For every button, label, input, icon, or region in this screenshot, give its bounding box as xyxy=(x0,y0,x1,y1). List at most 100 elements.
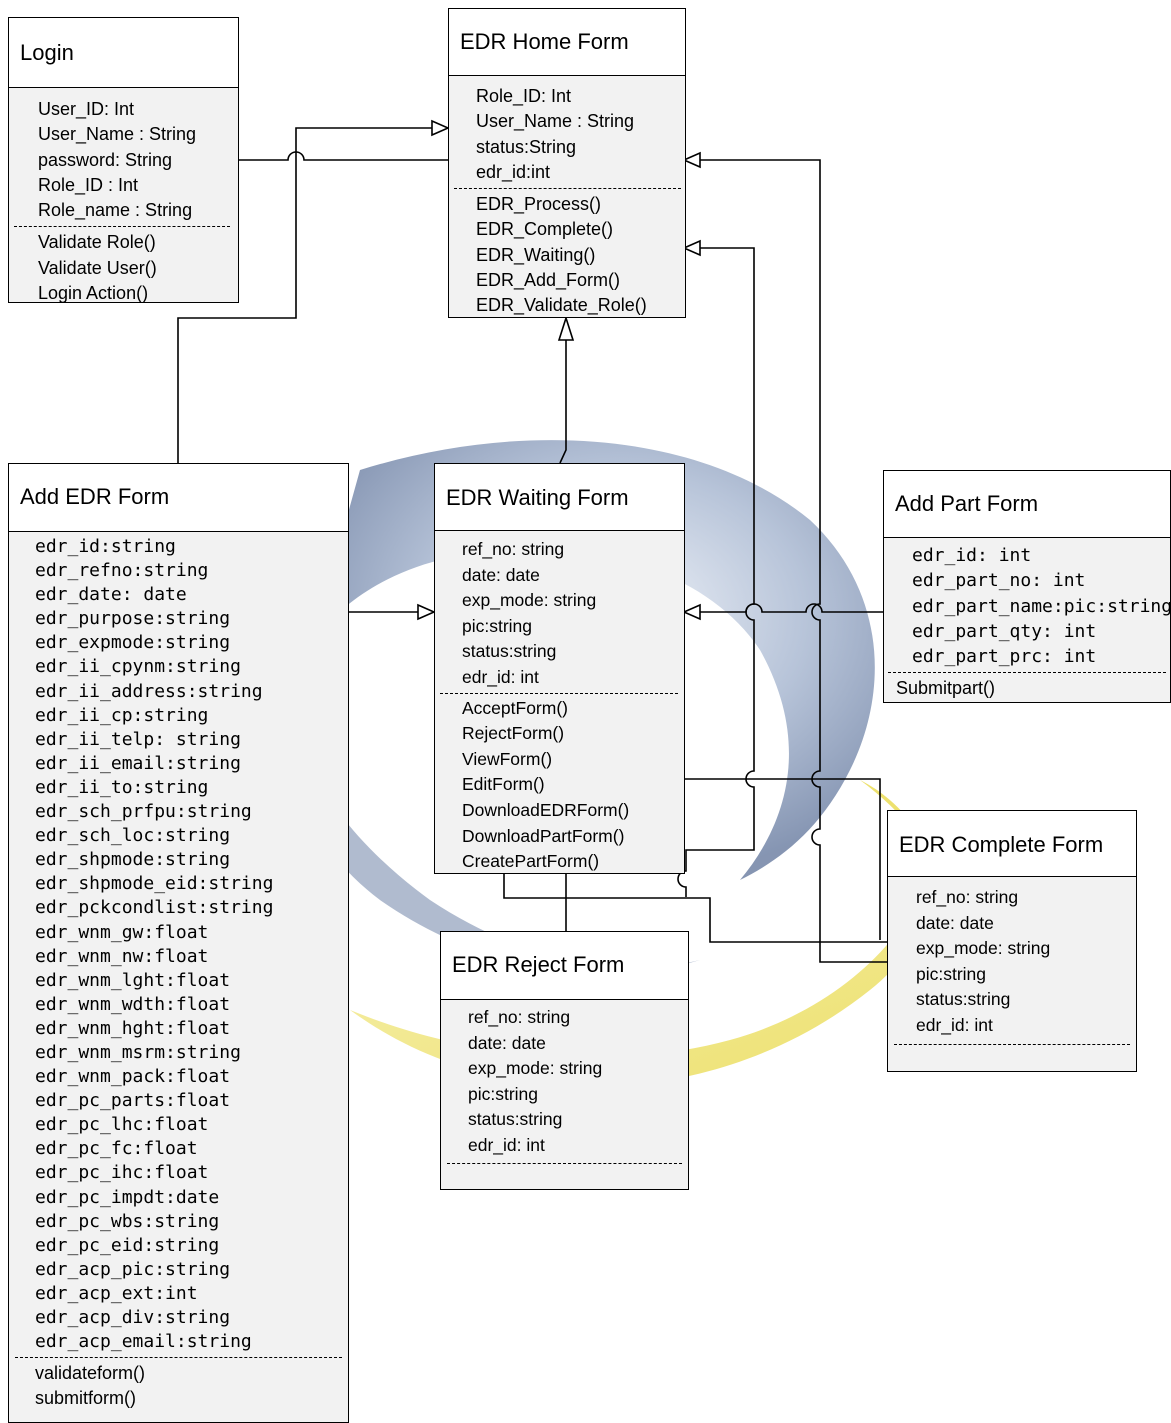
class-attribute: edr_id: int xyxy=(468,1134,545,1155)
class-attribute: exp_mode: string xyxy=(916,938,1051,959)
class-attribute: edr_wnm_wdth:float xyxy=(35,993,231,1015)
class-attribute: status:string xyxy=(462,641,557,662)
class-attribute: pic:string xyxy=(462,615,533,636)
class-attribute: edr_shpmode:string xyxy=(35,849,231,871)
class-method: Login Action() xyxy=(38,283,149,304)
waiting-form-separator xyxy=(440,692,678,694)
waiting-form-class: EDR Waiting Form ref_no: string date: dat… xyxy=(434,463,685,874)
class-attribute: User_Name : String xyxy=(38,124,197,145)
class-attribute: edr_acp_div:string xyxy=(35,1307,231,1328)
waiting-bottom-to-complete-association xyxy=(503,873,894,943)
add-part-to-waiting-generalization xyxy=(700,603,884,613)
login-methods: Validate Role()Validate User()Login Acti… xyxy=(38,230,238,306)
login-class-title: Login xyxy=(9,18,238,88)
add-part-form-class: Add Part Form edr_id: int edr_part_no: in… xyxy=(883,470,1171,703)
class-attribute: edr_id:int xyxy=(476,161,551,182)
class-attribute: edr_wnm_msrm:string xyxy=(35,1041,241,1063)
class-attribute: edr_wnm_lght:float xyxy=(35,969,231,991)
waiting-home-arrowhead xyxy=(557,315,575,341)
class-method: EditForm() xyxy=(462,774,545,795)
class-method: Submitpart() xyxy=(896,678,996,699)
class-attribute: edr_acp_pic:string xyxy=(35,1258,231,1280)
class-attribute: edr_purpose:string xyxy=(35,608,231,630)
class-attribute: ref_no: string xyxy=(462,539,565,559)
class-attribute: exp_mode: string xyxy=(462,590,597,611)
class-attribute: Role_name : String xyxy=(38,200,193,221)
add-edr-waiting-arrowhead xyxy=(417,603,436,621)
class-attribute: edr_part_name:pic:string xyxy=(912,595,1171,617)
class-attribute: status:string xyxy=(916,989,1011,1010)
class-attribute: edr_part_no: int xyxy=(912,570,1086,592)
login-to-home-association xyxy=(238,151,448,161)
reject-form-class-title: EDR Reject Form xyxy=(441,932,688,1000)
class-attribute: edr_ii_address:string xyxy=(35,680,263,702)
waiting-form-class-title: EDR Waiting Form xyxy=(435,464,684,531)
class-attribute: User_Name : String xyxy=(476,111,635,132)
class-attribute: edr_ii_to:string xyxy=(35,776,209,798)
class-method: submitform() xyxy=(35,1388,137,1409)
class-attribute: edr_date: date xyxy=(35,584,187,606)
class-attribute: edr_acp_email:string xyxy=(35,1331,252,1353)
class-attribute: edr_id: int xyxy=(912,545,1032,566)
class-attribute: edr_shpmode_eid:string xyxy=(35,873,274,895)
complete-form-class-title: EDR Complete Form xyxy=(888,811,1136,877)
class-attribute: status:String xyxy=(476,136,577,157)
class-method: DownloadPartForm() xyxy=(462,825,625,846)
class-attribute: pic:string xyxy=(468,1083,539,1104)
class-method: EDR_Complete() xyxy=(476,219,614,240)
add-edr-form-class-title: Add EDR Form xyxy=(9,464,348,532)
class-attribute: edr_pckcondlist:string xyxy=(35,897,274,919)
class-method: RejectForm() xyxy=(462,723,565,744)
waiting-form-methods: AcceptForm()RejectForm()ViewForm()EditFo… xyxy=(462,696,684,875)
waiting-form-attributes: ref_no: string date: date exp_mode: string… xyxy=(462,537,684,691)
add-part-form-class-body: edr_id: int edr_part_no: int edr_part_name… xyxy=(884,538,1171,702)
class-attribute: edr_sch_loc:string xyxy=(35,825,231,847)
reject-form-separator xyxy=(447,1162,682,1164)
class-method: Validate User() xyxy=(38,257,157,278)
complete-form-separator xyxy=(894,1043,1130,1045)
class-attribute: password: String xyxy=(38,149,173,170)
class-attribute: edr_wnm_hght:float xyxy=(35,1017,231,1039)
class-attribute: ref_no: string xyxy=(468,1007,571,1027)
class-attribute: edr_id: int xyxy=(462,666,539,687)
class-attribute: edr_ii_cpynm:string xyxy=(35,656,241,678)
class-attribute: status:string xyxy=(468,1109,563,1130)
home-form-class-title: EDR Home Form xyxy=(449,9,685,76)
class-attribute: edr_wnm_pack:float xyxy=(35,1066,231,1088)
class-attribute: edr_wnm_nw:float xyxy=(35,945,209,967)
waiting-to-home-generalization xyxy=(559,340,567,464)
class-attribute: edr_part_prc: int xyxy=(912,646,1097,668)
class-attribute: exp_mode: string xyxy=(468,1058,603,1079)
class-attribute: edr_pc_eid:string xyxy=(35,1234,220,1256)
complete-to-home-generalization xyxy=(700,159,894,963)
complete-home-arrowhead xyxy=(682,151,701,169)
class-attribute: edr_ii_cp:string xyxy=(35,704,209,726)
class-attribute: edr_pc_parts:float xyxy=(35,1090,231,1112)
login-home-arrowhead xyxy=(431,119,450,137)
class-attribute: Role_ID : Int xyxy=(38,174,139,195)
home-form-separator xyxy=(454,188,681,190)
class-attribute: edr_sch_prfpu:string xyxy=(35,801,252,823)
class-attribute: edr_ii_email:string xyxy=(35,752,241,774)
add-part-form-class-title: Add Part Form xyxy=(884,471,1170,538)
home-form-methods: EDR_Process()EDR_Complete()EDR_Waiting()… xyxy=(476,192,685,318)
class-attribute: date: date xyxy=(462,564,540,585)
class-method: DownloadEDRForm() xyxy=(462,799,630,820)
class-attribute: date: date xyxy=(916,912,994,933)
class-method: EDR_Validate_Role() xyxy=(476,295,647,316)
add-part-form-methods: Submitpart() xyxy=(896,676,1170,701)
add-part-form-separator xyxy=(888,672,1166,674)
waiting-to-complete-association xyxy=(680,778,881,940)
